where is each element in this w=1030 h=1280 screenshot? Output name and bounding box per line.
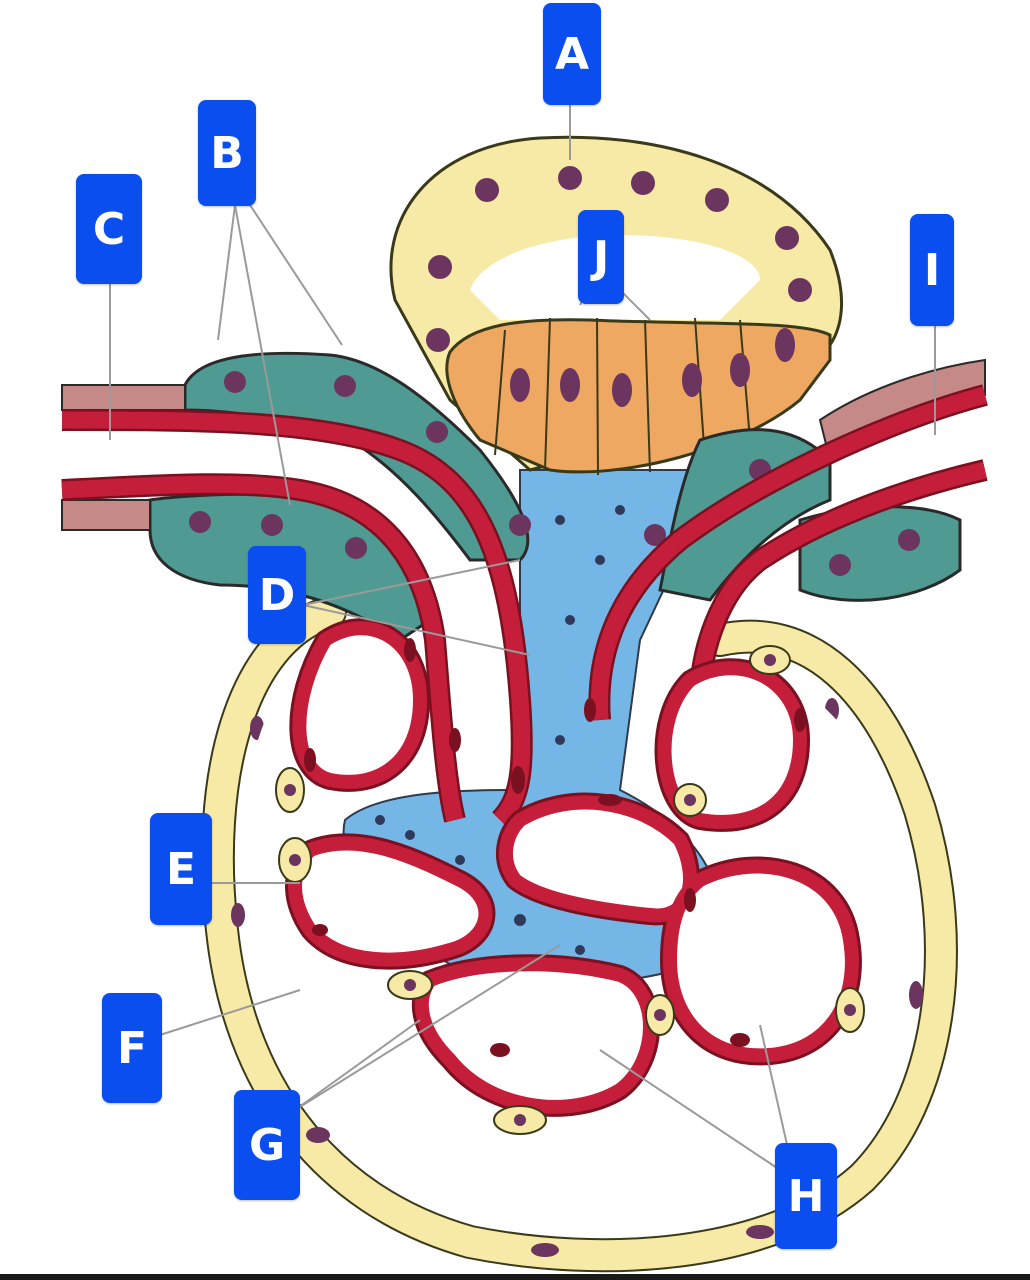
- label-a: A: [543, 3, 601, 105]
- distal-tubule: [389, 135, 843, 476]
- bowman-capsule: [200, 595, 958, 1273]
- label-b: B: [198, 100, 256, 206]
- label-h: H: [775, 1143, 837, 1249]
- label-j: J: [578, 210, 624, 304]
- label-f: F: [102, 993, 162, 1103]
- juxtaglomerular-cells: [148, 351, 962, 642]
- label-d: D: [248, 546, 306, 644]
- label-c: C: [76, 174, 142, 284]
- afferent-arteriole: [61, 384, 533, 828]
- capillary-loops: [285, 618, 862, 1117]
- label-i: I: [910, 214, 954, 326]
- bottom-border: [0, 1274, 1030, 1280]
- label-e: E: [150, 813, 212, 925]
- label-g: G: [234, 1090, 300, 1200]
- efferent-arteriole: [588, 358, 988, 721]
